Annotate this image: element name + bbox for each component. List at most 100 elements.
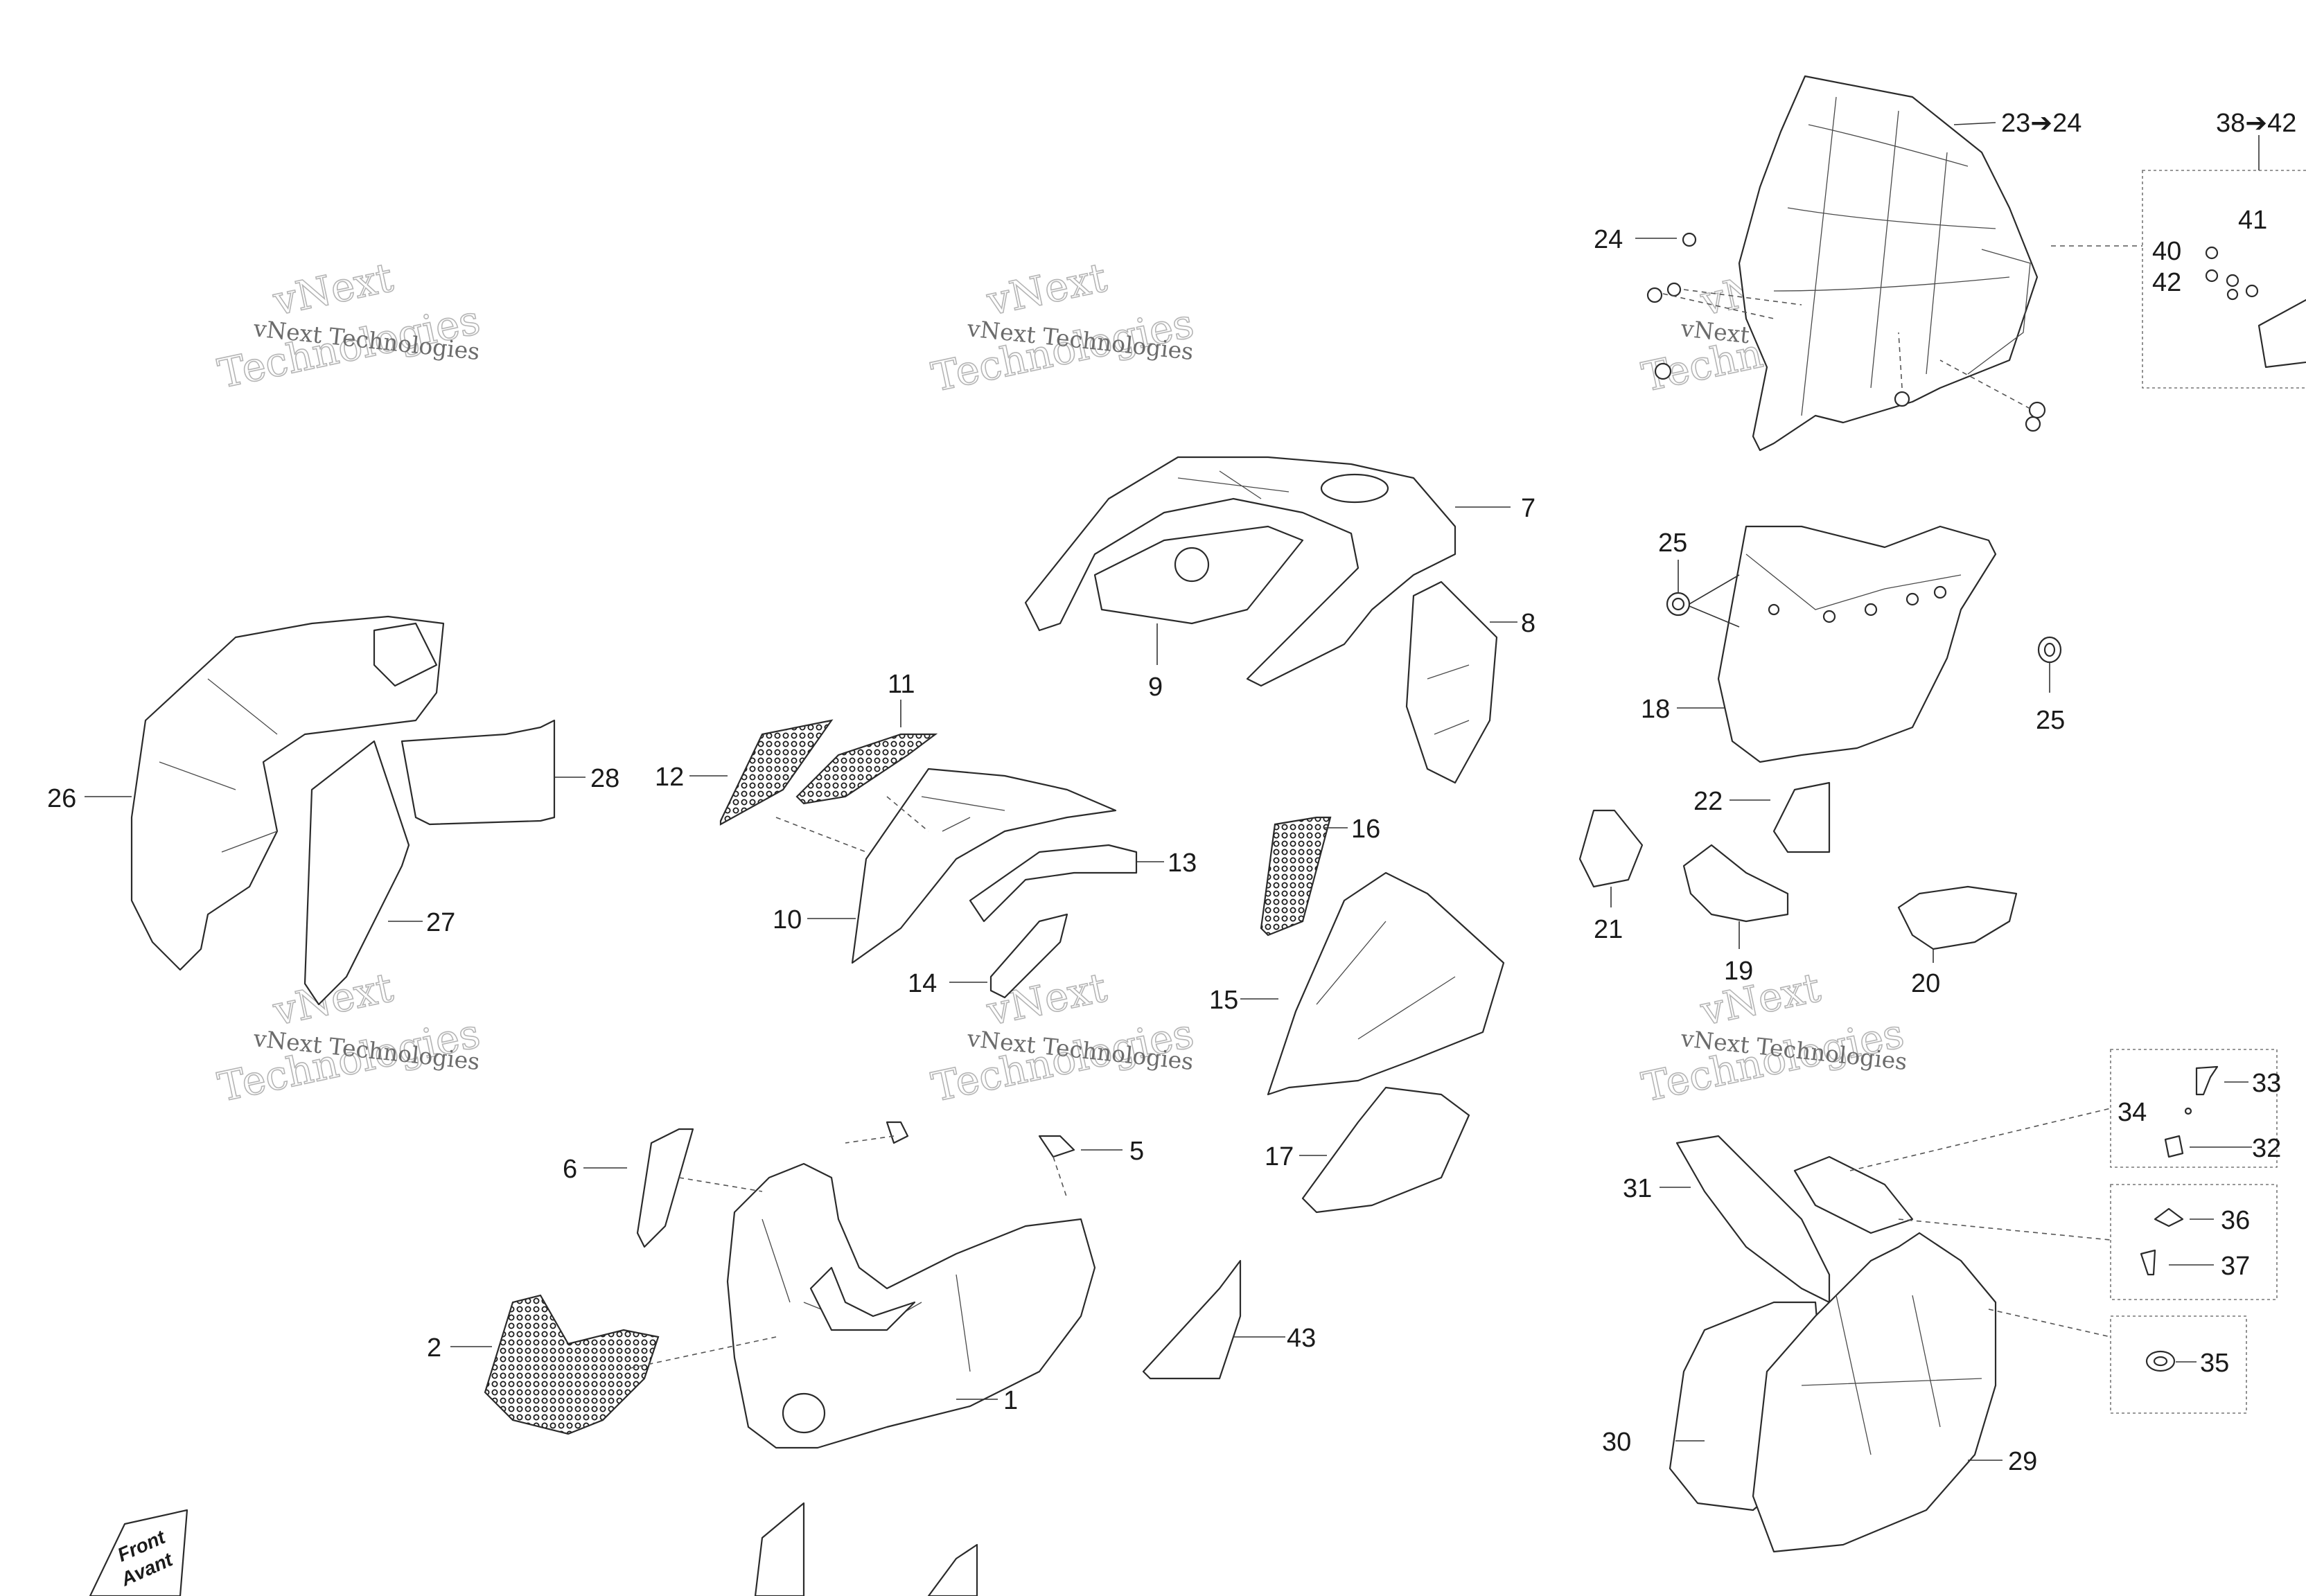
callout-label: 42 xyxy=(2152,268,2181,297)
callout-15: 15 xyxy=(1209,986,1278,1015)
callout-21: 21 xyxy=(1594,887,1623,944)
kit-box-32-34: 33 34 32 xyxy=(1849,1049,2281,1171)
callout-label: 20 xyxy=(1911,969,1940,998)
callout-7: 7 xyxy=(1455,494,1535,523)
callout-label: 18 xyxy=(1641,695,1670,724)
side-panel-8 xyxy=(1405,580,1498,784)
callout-label: 22 xyxy=(1693,787,1723,816)
callout-label: 29 xyxy=(2008,1447,2037,1476)
callout-18: 18 xyxy=(1641,695,1725,724)
side-cover-29 xyxy=(1752,1155,1997,1553)
callout-10: 10 xyxy=(773,905,856,934)
callout-label: 36 xyxy=(2221,1206,2250,1235)
callout-label: 26 xyxy=(47,784,76,813)
callout-17: 17 xyxy=(1265,1142,1327,1171)
callout-label: 6 xyxy=(563,1155,577,1184)
callout-12: 12 xyxy=(655,763,728,792)
callout-label: 33 xyxy=(2252,1069,2281,1098)
watermark-mid-right: vNext Technologies vNext Technologies xyxy=(1637,963,1908,1111)
callout-label: 40 xyxy=(2152,237,2181,266)
callout-29: 29 xyxy=(1968,1447,2037,1476)
bracket-20 xyxy=(1897,885,2018,950)
watermark-line1: vNext xyxy=(269,254,397,325)
callout-31: 31 xyxy=(1623,1174,1691,1203)
callout-label: 32 xyxy=(2252,1134,2281,1163)
side-cover-26 xyxy=(130,615,445,971)
callout-2: 2 xyxy=(427,1333,492,1363)
callout-label: 35 xyxy=(2200,1349,2229,1378)
callout-label: 21 xyxy=(1594,915,1623,944)
callout-label: 1 xyxy=(1003,1386,1018,1415)
callout-label: 41 xyxy=(2238,206,2267,235)
callout-label: 14 xyxy=(908,969,937,998)
front-cowl-1 xyxy=(726,1162,1096,1449)
watermark-top-center: vNext Technologies vNext Technologies xyxy=(927,253,1198,401)
mesh-grill-12 xyxy=(719,719,834,826)
callout-label: 30 xyxy=(1602,1428,1631,1457)
callout-label: 11 xyxy=(888,670,915,699)
callout-label: 17 xyxy=(1265,1142,1294,1171)
foam-19 xyxy=(1682,844,1789,923)
windshield-part xyxy=(1738,75,2039,452)
panel-43 xyxy=(1142,1259,1242,1380)
callout-16: 16 xyxy=(1323,815,1380,844)
bracket-21 xyxy=(1578,809,1644,888)
callout-30: 30 xyxy=(1602,1428,1705,1457)
mesh-grill-11 xyxy=(795,733,938,805)
watermark-line1: vNext xyxy=(983,254,1111,325)
callout-label: 23➔24 xyxy=(2001,109,2081,138)
callout-label: 37 xyxy=(2221,1252,2250,1281)
callout-label: 13 xyxy=(1168,849,1197,878)
callout-9: 9 xyxy=(1148,623,1163,702)
callout-label: 9 xyxy=(1148,673,1163,702)
callout-label: 2 xyxy=(427,1333,441,1363)
kit-box-38-42: 38➔42 40 42 41 xyxy=(2051,109,2306,389)
partial-part-bottom xyxy=(754,1502,978,1596)
foam-strip-13 xyxy=(969,844,1138,923)
callout-label: 7 xyxy=(1521,494,1535,523)
callout-43: 43 xyxy=(1233,1324,1316,1353)
callout-label: 31 xyxy=(1623,1174,1652,1203)
dashboard-18 xyxy=(1717,525,1997,763)
callout-8: 8 xyxy=(1490,609,1535,638)
callout-27: 27 xyxy=(388,908,455,937)
callout-6: 6 xyxy=(563,1155,627,1184)
mesh-grill-2 xyxy=(484,1294,777,1435)
callout-label: 34 xyxy=(2118,1098,2147,1127)
callout-label: 8 xyxy=(1521,609,1535,638)
callout-label: 25 xyxy=(2036,706,2065,735)
mesh-grill-16 xyxy=(1260,816,1332,937)
callout-label: 28 xyxy=(590,764,619,793)
callout-11: 11 xyxy=(888,670,915,727)
front-orientation-badge: Front Avant xyxy=(89,1509,188,1596)
callout-label: 15 xyxy=(1209,986,1238,1015)
callout-label: 25 xyxy=(1658,529,1687,558)
callout-23-24: 23➔24 xyxy=(1953,109,2081,138)
watermark-line1: vNext xyxy=(1696,964,1824,1035)
callout-label: 12 xyxy=(655,763,684,792)
side-panel-27 xyxy=(303,740,410,1006)
foam-block-28 xyxy=(401,719,556,826)
callout-label: 16 xyxy=(1351,815,1380,844)
callout-14: 14 xyxy=(908,969,987,998)
watermark-mid-center: vNext Technologies vNext Technologies xyxy=(927,963,1198,1111)
hood-panel-7 xyxy=(1024,456,1456,687)
side-panel-31 xyxy=(1675,1135,1831,1304)
callout-1: 1 xyxy=(956,1386,1018,1415)
front-panel-10 xyxy=(775,768,1117,964)
callout-26: 26 xyxy=(47,784,132,813)
foam-22 xyxy=(1772,781,1831,853)
side-panel-15 xyxy=(1267,871,1505,1096)
callout-13: 13 xyxy=(1136,849,1197,878)
callout-label: 5 xyxy=(1129,1137,1144,1166)
kit-box-36-37: 36 37 xyxy=(1898,1184,2278,1300)
callout-19: 19 xyxy=(1724,921,1753,986)
kit-box-35: 35 xyxy=(1988,1309,2247,1414)
callout-label: 10 xyxy=(773,905,802,934)
watermark-mid-left: vNext Technologies vNext Technologies xyxy=(213,963,484,1111)
callout-label: 19 xyxy=(1724,957,1753,986)
bracket-6 xyxy=(636,1128,763,1248)
fastener-5: 5 xyxy=(845,1121,1144,1199)
